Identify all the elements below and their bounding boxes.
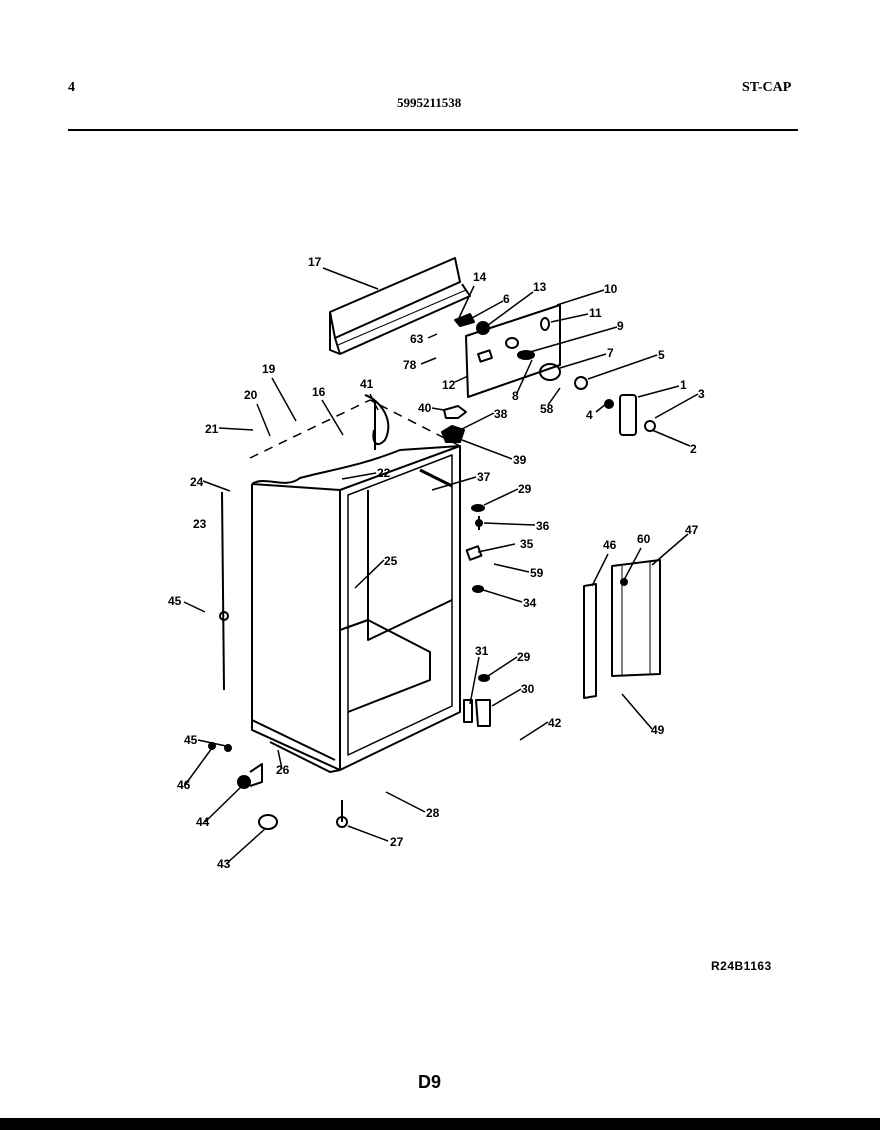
callout-46: 46 — [603, 538, 617, 552]
part-top-hinge — [441, 405, 467, 443]
callout-37: 37 — [477, 470, 491, 484]
callout-39: 39 — [513, 453, 527, 467]
callout-8: 8 — [512, 389, 519, 403]
callout-47: 47 — [685, 523, 699, 537]
callout-44: 44 — [196, 815, 210, 829]
section-code: ST-CAP — [742, 80, 792, 95]
callout-4: 4 — [586, 408, 593, 422]
callout-60: 60 — [637, 532, 651, 546]
part-washer-27 — [336, 816, 348, 828]
callout-25: 25 — [384, 554, 398, 568]
callout-9: 9 — [617, 319, 624, 333]
diagram-page-label: D9 — [418, 1072, 442, 1092]
callout-29: 29 — [517, 650, 531, 664]
callout-21: 21 — [205, 422, 219, 436]
callout-59: 59 — [530, 566, 544, 580]
callout-17: 17 — [308, 255, 322, 269]
callout-45: 45 — [184, 733, 198, 747]
callout-1: 1 — [680, 378, 687, 392]
callout-28: 28 — [426, 806, 440, 820]
leader-lines — [183, 267, 699, 865]
part-top-trim — [329, 257, 471, 355]
callout-2: 2 — [690, 442, 697, 456]
part-door-rod — [221, 491, 225, 691]
callout-38: 38 — [494, 407, 508, 421]
callout-29: 29 — [518, 482, 532, 496]
callout-16: 16 — [312, 385, 326, 399]
callout-30: 30 — [521, 682, 535, 696]
callout-3: 3 — [698, 387, 705, 401]
bottom-border — [0, 1118, 880, 1130]
callout-19: 19 — [262, 362, 276, 376]
header-rule — [68, 129, 798, 131]
callout-12: 12 — [442, 378, 456, 392]
callout-14: 14 — [473, 270, 487, 284]
part-rod-bushing — [219, 611, 229, 621]
callout-78: 78 — [403, 358, 417, 372]
callout-23: 23 — [193, 517, 207, 531]
callout-13: 13 — [533, 280, 547, 294]
callout-58: 58 — [540, 402, 554, 416]
part-side-fasteners — [463, 504, 491, 727]
callout-36: 36 — [536, 519, 550, 533]
callout-34: 34 — [523, 596, 537, 610]
callout-27: 27 — [390, 835, 404, 849]
callout-26: 26 — [276, 763, 290, 777]
callout-20: 20 — [244, 388, 258, 402]
callout-24: 24 — [190, 475, 204, 489]
callout-35: 35 — [520, 537, 534, 551]
callout-6: 6 — [503, 292, 510, 306]
callout-43: 43 — [217, 857, 231, 871]
part-cabinet — [249, 394, 461, 773]
page-number: 4 — [68, 80, 75, 95]
callout-22: 22 — [377, 466, 391, 480]
callout-5: 5 — [658, 348, 665, 362]
callout-7: 7 — [607, 346, 614, 360]
diagram-code: R24B1163 — [711, 959, 772, 973]
callout-46: 46 — [177, 778, 191, 792]
callout-63: 63 — [410, 332, 424, 346]
callout-31: 31 — [475, 644, 489, 658]
callout-10: 10 — [604, 282, 618, 296]
callout-49: 49 — [651, 723, 665, 737]
part-thermostat-bracket — [604, 394, 656, 436]
part-number: 5995211538 — [397, 95, 462, 110]
callout-41: 41 — [360, 377, 374, 391]
callout-11: 11 — [589, 306, 602, 320]
callout-45: 45 — [168, 594, 182, 608]
callout-42: 42 — [548, 716, 562, 730]
callout-40: 40 — [418, 401, 432, 415]
